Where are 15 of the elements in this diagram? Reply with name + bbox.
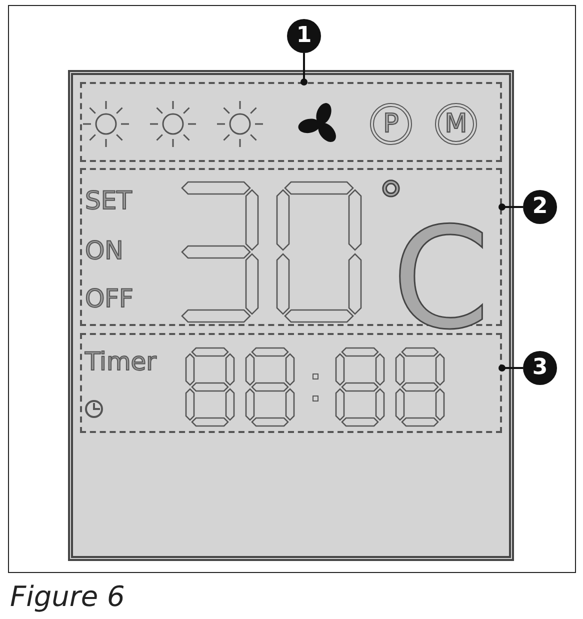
mode-indicator: P <box>370 103 412 145</box>
leader-line <box>498 204 523 210</box>
status-label: SET <box>85 188 132 213</box>
callout-number: 1 <box>287 19 321 53</box>
callout-number: 2 <box>523 190 557 224</box>
callout-number: 3 <box>523 351 557 385</box>
mode-indicator: M <box>435 103 477 145</box>
display-zone <box>80 82 502 162</box>
timer-label: Timer <box>85 349 156 374</box>
figure-caption: Figure 6 <box>10 580 125 613</box>
leader-line <box>498 364 523 372</box>
status-label: ON <box>85 238 124 263</box>
leader-line <box>300 53 308 86</box>
display-zone <box>80 333 502 433</box>
status-label: OFF <box>85 286 134 311</box>
